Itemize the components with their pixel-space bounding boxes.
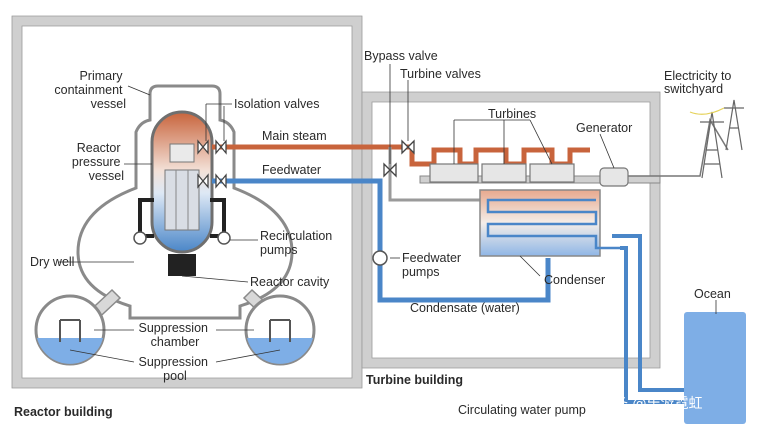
transmission-tower-icon: [689, 99, 744, 179]
recirculation-loop-left: [138, 198, 154, 238]
reactor-building-wall: [11, 15, 363, 389]
label-turbine-building: Turbine building: [366, 373, 463, 387]
label-recirculation-pumps: Recirculation pumps: [260, 229, 336, 257]
circulating-water-return: [620, 246, 684, 404]
label-condenser: Condenser: [544, 273, 605, 287]
label-feedwater-pumps: Feedwater pumps: [402, 251, 465, 279]
label-primary-containment: Primary containment vessel: [54, 69, 126, 111]
label-isolation-valves: Isolation valves: [234, 97, 319, 111]
turbine-3: [529, 163, 575, 183]
recirculation-loop-right: [210, 198, 226, 238]
isolation-valve-steam: [197, 139, 227, 155]
label-ocean: Ocean: [694, 287, 731, 301]
label-dry-well: Dry well: [30, 255, 74, 269]
label-bypass-valve: Bypass valve: [364, 49, 438, 63]
recirculation-pump-right: [217, 231, 231, 245]
leader-lines: [58, 64, 717, 363]
turbine-valve-icon: [401, 139, 415, 155]
condenser-tubes: [486, 198, 620, 250]
recirculation-pump-left: [133, 231, 147, 245]
label-reactor-pressure-vessel: Reactor pressure vessel: [72, 141, 124, 183]
feedwater-pump-icon: [372, 250, 388, 266]
label-main-steam: Main steam: [262, 129, 327, 143]
reactor-cavity: [168, 254, 196, 276]
turbine-building-wall: [361, 91, 661, 369]
bypass-valve-icon: [383, 162, 397, 178]
label-condensate: Condensate (water): [410, 301, 520, 315]
main-steam-line: [212, 144, 590, 167]
suppression-chamber-left: [34, 294, 106, 366]
label-turbines: Turbines: [488, 107, 536, 121]
reactor-core: [164, 169, 200, 231]
suppression-chamber-right: [244, 294, 316, 366]
label-circulating-water-pump: Circulating water pump: [458, 403, 586, 417]
label-feedwater: Feedwater: [262, 163, 321, 177]
bypass-line: [388, 147, 480, 202]
ocean: [684, 312, 746, 424]
turbine-1: [429, 163, 479, 183]
label-suppression-pool: Suppression pool: [139, 355, 212, 383]
label-generator: Generator: [576, 121, 632, 135]
isolation-valve-feedwater: [197, 173, 227, 189]
feedwater-line: [212, 178, 551, 303]
label-reactor-building: Reactor building: [14, 405, 113, 419]
label-suppression-chamber: Suppression chamber: [139, 321, 212, 349]
label-reactor-cavity: Reactor cavity: [250, 275, 330, 289]
steam-separator: [169, 143, 195, 163]
label-electricity: Electricity to switchyard: [664, 69, 735, 96]
watermark: 头条 @乐游霓虹: [600, 395, 702, 412]
power-line: [628, 117, 729, 177]
turbine-2: [481, 163, 527, 183]
generator-unit: [599, 167, 629, 187]
label-turbine-valves: Turbine valves: [400, 67, 481, 81]
circulating-water-supply: [612, 234, 684, 392]
